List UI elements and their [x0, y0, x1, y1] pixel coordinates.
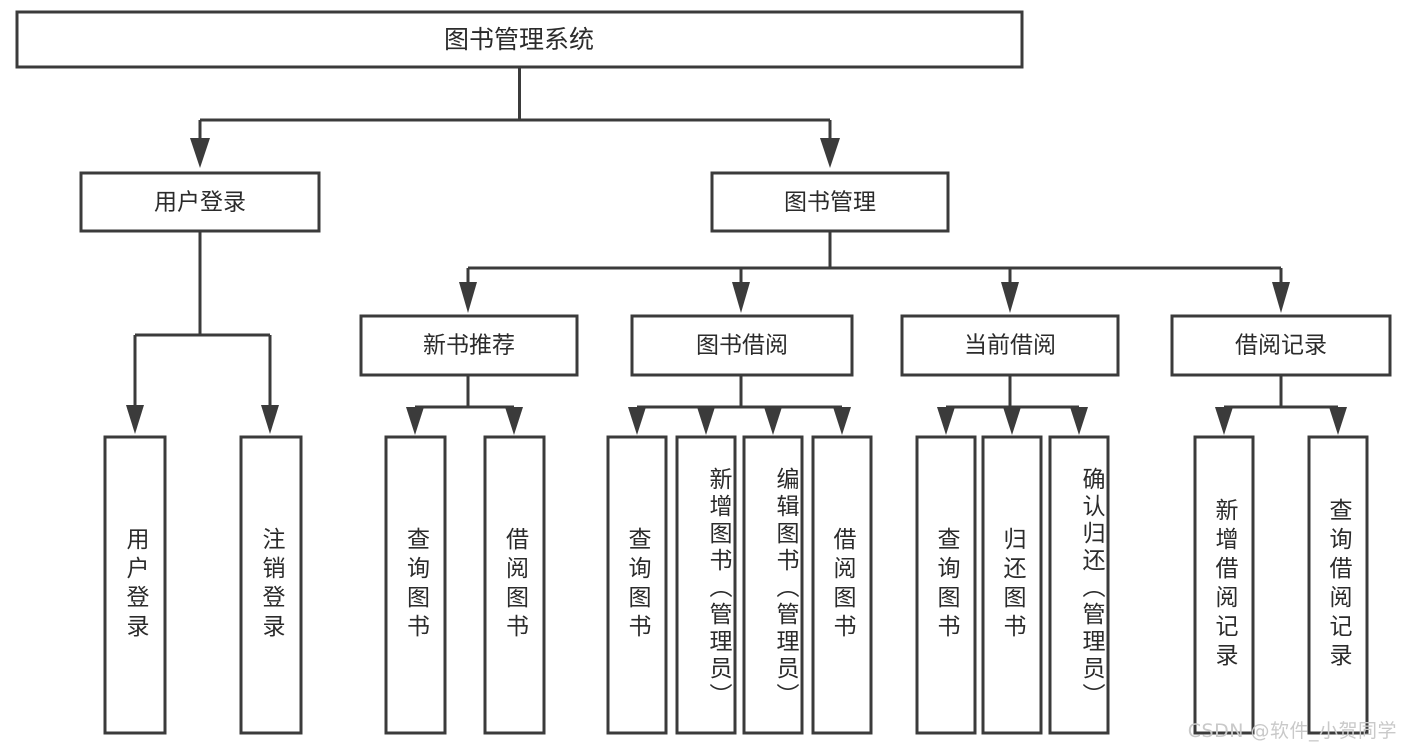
node-new-book-recommend-box[interactable]	[359, 314, 579, 377]
node-leaf-user-login-box[interactable]	[103, 435, 167, 735]
node-leaf-borrow-book-1-label: 借阅图书	[501, 527, 528, 643]
arrowhead-leaf-query-book-2	[628, 407, 646, 435]
node-new-book-recommend[interactable]: 新书推荐	[359, 314, 579, 377]
node-borrow-record[interactable]: 借阅记录	[1170, 314, 1392, 377]
arrowhead-borrow-record	[1272, 282, 1290, 313]
node-leaf-query-book-2-box[interactable]	[606, 435, 668, 735]
arrowhead-leaf-borrow-book-1	[505, 407, 523, 435]
node-leaf-return-book-label: 归还图书	[999, 527, 1025, 643]
arrowhead-new-book-recommend	[459, 282, 477, 313]
node-user-login-box[interactable]	[79, 171, 321, 233]
arrowhead-leaf-query-record	[1329, 407, 1347, 435]
node-current-borrow[interactable]: 当前借阅	[900, 314, 1120, 377]
node-borrow-record-label: 借阅记录	[1235, 333, 1327, 359]
node-leaf-query-book-1-label: 查询图书	[402, 527, 429, 643]
node-leaf-query-book-3-box[interactable]	[915, 435, 977, 735]
node-leaf-add-record-label: 新增借阅记录	[1211, 498, 1237, 672]
node-leaf-edit-book-label: 编辑图书（管理员）	[772, 466, 798, 710]
arrowhead-leaf-add-record	[1215, 407, 1233, 435]
node-leaf-return-book-box[interactable]	[981, 435, 1043, 735]
arrowhead-leaf-borrow-book-2	[833, 407, 851, 435]
node-book-manage-label: 图书管理	[784, 190, 876, 216]
leaf-boxes	[103, 435, 1369, 735]
node-user-login[interactable]: 用户登录	[79, 171, 321, 233]
node-root-box[interactable]	[15, 10, 1024, 69]
arrowhead-leaf-return-book	[1003, 407, 1021, 435]
node-book-manage[interactable]: 图书管理	[710, 171, 950, 233]
node-book-manage-box[interactable]	[710, 171, 950, 233]
node-leaf-add-book-label: 新增图书（管理员）	[705, 466, 731, 710]
arrowhead-leaf-query-book-3	[937, 407, 955, 435]
arrowhead-leaf-edit-book	[764, 407, 782, 435]
node-leaf-query-book-3-label: 查询图书	[933, 527, 959, 643]
watermark-text: CSDN @软件_小贺同学	[1187, 720, 1397, 742]
node-leaf-confirm-return-label: 确认归还（管理员）	[1078, 466, 1104, 710]
node-root-label: 图书管理系统	[444, 25, 594, 54]
arrowhead-book-manage	[820, 138, 840, 168]
node-borrow-record-box[interactable]	[1170, 314, 1392, 377]
node-leaf-borrow-book-2-label: 借阅图书	[829, 527, 855, 643]
node-leaf-add-record-box[interactable]	[1193, 435, 1255, 735]
node-leaf-query-record-label: 查询借阅记录	[1325, 498, 1351, 672]
arrowhead-leaf-add-book	[697, 407, 715, 435]
arrowhead-user-login	[190, 138, 210, 168]
node-leaf-logout-box[interactable]	[239, 435, 303, 735]
arrowhead-current-borrow	[1001, 282, 1019, 313]
arrowhead-leaf-confirm-return	[1070, 407, 1088, 435]
node-leaf-query-book-2-label: 查询图书	[624, 527, 650, 643]
arrowhead-leaf-logout	[261, 405, 279, 434]
arrowhead-leaf-user-login	[126, 405, 144, 434]
node-leaf-logout-label: 注销登录	[258, 527, 284, 643]
node-leaf-add-book-box[interactable]	[675, 435, 737, 735]
node-new-book-recommend-label: 新书推荐	[423, 333, 515, 359]
node-current-borrow-label: 当前借阅	[964, 333, 1056, 359]
arrowhead-leaf-query-book-1	[406, 407, 424, 435]
node-book-borrow[interactable]: 图书借阅	[630, 314, 854, 377]
node-book-borrow-label: 图书借阅	[696, 333, 788, 359]
node-leaf-borrow-book-1-box[interactable]	[483, 435, 546, 735]
node-leaf-confirm-return-box[interactable]	[1048, 435, 1110, 735]
node-leaf-edit-book-box[interactable]	[742, 435, 804, 735]
node-leaf-query-book-1-box[interactable]	[384, 435, 447, 735]
arrowhead-book-borrow	[732, 282, 750, 313]
node-user-login-label: 用户登录	[154, 190, 246, 216]
node-leaf-user-login-label: 用户登录	[122, 527, 148, 643]
node-leaf-borrow-book-2-box[interactable]	[811, 435, 873, 735]
node-current-borrow-box[interactable]	[900, 314, 1120, 377]
connector-layer	[126, 67, 1347, 435]
node-root[interactable]: 图书管理系统	[15, 10, 1024, 69]
node-leaf-query-record-box[interactable]	[1307, 435, 1369, 735]
node-book-borrow-box[interactable]	[630, 314, 854, 377]
